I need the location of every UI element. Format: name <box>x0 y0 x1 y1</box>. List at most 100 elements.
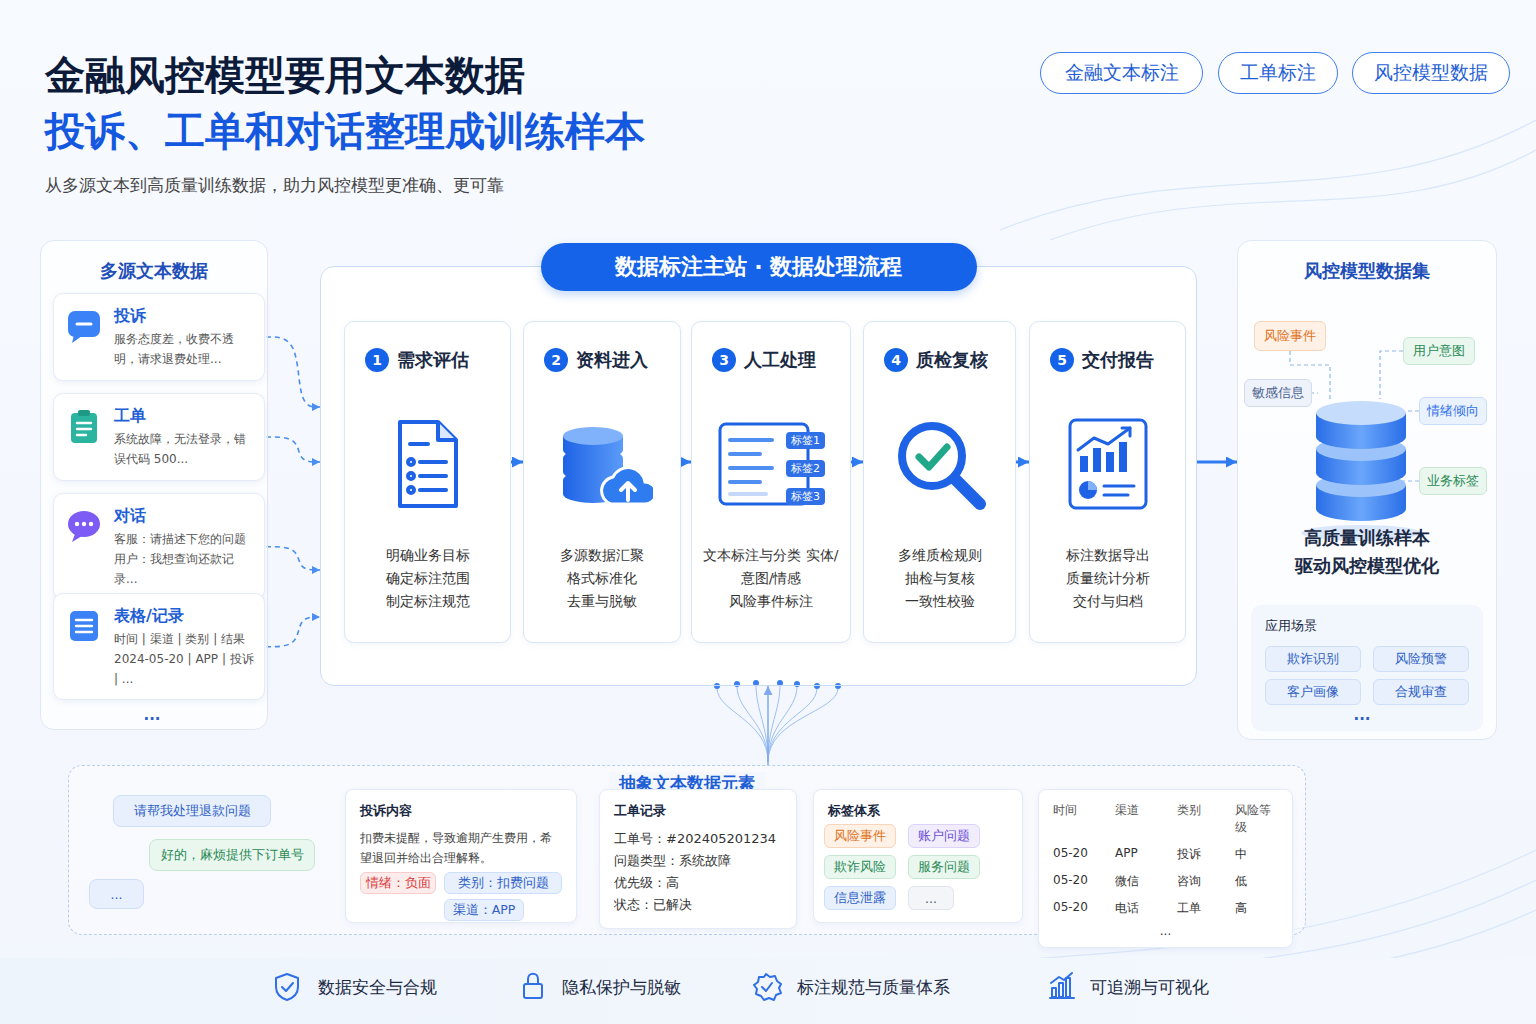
tag-pill: 信息泄露 <box>824 886 896 910</box>
panel-header: 数据标注主站 · 数据处理流程 <box>541 243 977 291</box>
tag-pill: 欺诈风险 <box>824 855 896 879</box>
pill-text: 欺诈风险 <box>834 859 886 876</box>
connector <box>266 337 320 407</box>
label-holder: 标签2 <box>786 460 825 477</box>
step-body: 文本标注与分类 实体/意图/情感 风险事件标注 <box>700 544 842 613</box>
source-card: 对话客服：请描述下您的问题用户：我想查询还款记录... <box>53 493 265 600</box>
table-cell: APP <box>1115 846 1177 863</box>
pill-text: ... <box>111 887 123 902</box>
card-line: 工单号：#202405201234 <box>614 828 782 850</box>
feature-label: 可追溯与可视化 <box>1090 976 1209 999</box>
tag-pill: 风险事件 <box>1254 321 1326 351</box>
process-step: 4质检复核多维质检规则 抽检与复核 一致性校验 <box>863 321 1016 643</box>
card-body: 2024-05-20 | APP | 投诉 | ... <box>114 650 256 690</box>
chat-bubble: 请帮我处理退款问题 <box>113 795 271 827</box>
table-header: 风险等级 <box>1235 802 1278 836</box>
step-body: 标注数据导出 质量统计分析 交付与归档 <box>1038 544 1177 613</box>
tag-pill: 合规审查 <box>1373 679 1469 705</box>
pill-text: 类别：扣费问题 <box>458 875 549 892</box>
icon <box>378 414 478 514</box>
tag-pill: ... <box>908 886 954 910</box>
icon <box>890 414 990 514</box>
heading-area: 从多源文本到高质量训练数据，助力风控模型更准确、更可靠 <box>45 174 504 197</box>
card-body: 扣费未提醒，导致逾期产生费用，希望退回并给出合理解释。 <box>360 828 562 869</box>
element-card: 工单记录工单号：#202405201234问题类型：系统故障优先级：高状态：已解… <box>599 789 797 929</box>
panel: 多源文本数据投诉服务态度差，收费不透明，请求退费处理... 工单系统故障，无法登录… <box>40 240 268 730</box>
label-holder: ... <box>152 706 169 724</box>
card-body: 服务态度差，收费不透明，请求退费处理... <box>114 330 256 370</box>
feature-label: 数据安全与合规 <box>318 976 437 999</box>
tag-pill: 账户问题 <box>908 824 980 848</box>
tag-pill: 业务标签 <box>1419 467 1487 495</box>
connector <box>1016 461 1029 464</box>
table-more: ... <box>1053 927 1278 935</box>
card-title: 标签体系 <box>828 802 1008 820</box>
pill-text: 敏感信息 <box>1252 385 1304 402</box>
process-step: 2资料进入多源数据汇聚 格式标准化 去重与脱敏 <box>523 321 681 643</box>
label-holder: 隐私保护与脱敏 <box>562 976 681 999</box>
label-holder: 数据安全与合规 <box>318 976 437 999</box>
page-title: 金融风控模型要用文本数据 <box>45 48 525 103</box>
feature-label: 隐私保护与脱敏 <box>562 976 681 999</box>
pill-text: 情绪：负面 <box>366 875 431 892</box>
tag-pill: 渠道：APP <box>444 899 524 921</box>
card-body: 客服：请描述下您的问题 <box>114 530 256 550</box>
pill-text: 业务标签 <box>1427 473 1479 490</box>
pill-text: 合规审查 <box>1395 684 1447 701</box>
tag-chip: 标签2 <box>786 460 825 477</box>
table-header: 类别 <box>1177 802 1235 836</box>
process-step: 1需求评估明确业务目标 确定标注范围 制定标注规范 <box>344 321 511 643</box>
table-cell: 电话 <box>1115 900 1177 917</box>
connector <box>767 686 769 765</box>
card-line: 状态：已解决 <box>614 894 782 916</box>
card-title: 对话 <box>114 506 256 526</box>
tag-pill: 情绪：负面 <box>360 872 436 894</box>
element-card: 投诉内容扣费未提醒，导致逾期产生费用，希望退回并给出合理解释。情绪：负面 类别：扣… <box>345 789 577 923</box>
source-card: 工单系统故障，无法登录，错误代码 500... <box>53 393 265 481</box>
table-header: 渠道 <box>1115 802 1177 836</box>
card-line: 问题类型：系统故障 <box>614 850 782 872</box>
step-body: 多维质检规则 抽检与复核 一致性校验 <box>872 544 1007 613</box>
pill-text: 客户画像 <box>1287 684 1339 701</box>
connector <box>511 461 523 464</box>
step-title: 质检复核 <box>916 348 988 372</box>
connector <box>1197 461 1237 464</box>
heading-area: 金融风控模型要用文本数据 <box>45 48 525 103</box>
card-title: 投诉内容 <box>360 802 562 820</box>
step-number: 5 <box>1050 348 1074 372</box>
step-number: 1 <box>365 348 389 372</box>
step-title: 人工处理 <box>744 348 816 372</box>
tag-pill: 客户画像 <box>1265 679 1361 705</box>
card-title: 投诉 <box>114 306 256 326</box>
tag-chip: 标签3 <box>786 488 825 505</box>
tag-pill: 风险预警 <box>1373 646 1469 672</box>
table-cell: 05-20 <box>1053 873 1115 890</box>
source-card: 表格/记录时间 | 渠道 | 类别 | 结果2024-05-20 | APP |… <box>53 593 265 700</box>
icon <box>66 308 102 344</box>
more-mark: ... <box>143 706 160 724</box>
tag-pill: 金融文本标注 <box>1040 52 1203 94</box>
connector <box>681 461 691 464</box>
table-cell: 微信 <box>1115 873 1177 890</box>
panel-heading: 多源文本数据 <box>41 241 267 283</box>
card-title: 表格/记录 <box>114 606 256 626</box>
chat-bubble: 好的，麻烦提供下订单号 <box>149 839 315 871</box>
step-title: 交付报告 <box>1082 348 1154 372</box>
tag-text: 工单标注 <box>1240 60 1316 86</box>
pill-text: 欺诈识别 <box>1287 651 1339 668</box>
table-cell: 05-20 <box>1053 846 1115 863</box>
label-holder: ... <box>1362 706 1379 724</box>
pill-text: 渠道：APP <box>453 902 516 919</box>
table-cell: 投诉 <box>1177 846 1235 863</box>
icon <box>553 414 653 514</box>
step-number: 2 <box>544 348 568 372</box>
step-number: 3 <box>712 348 736 372</box>
card-body: 用户：我想查询还款记录... <box>114 550 256 590</box>
tag-text: 金融文本标注 <box>1065 60 1179 86</box>
table-cell: 低 <box>1235 873 1278 890</box>
pill-text: 请帮我处理退款问题 <box>134 803 251 820</box>
connector <box>266 617 320 647</box>
dataset-caption: 高质量训练样本 驱动风控模型优化 <box>1282 524 1452 580</box>
table-cell: 中 <box>1235 846 1278 863</box>
